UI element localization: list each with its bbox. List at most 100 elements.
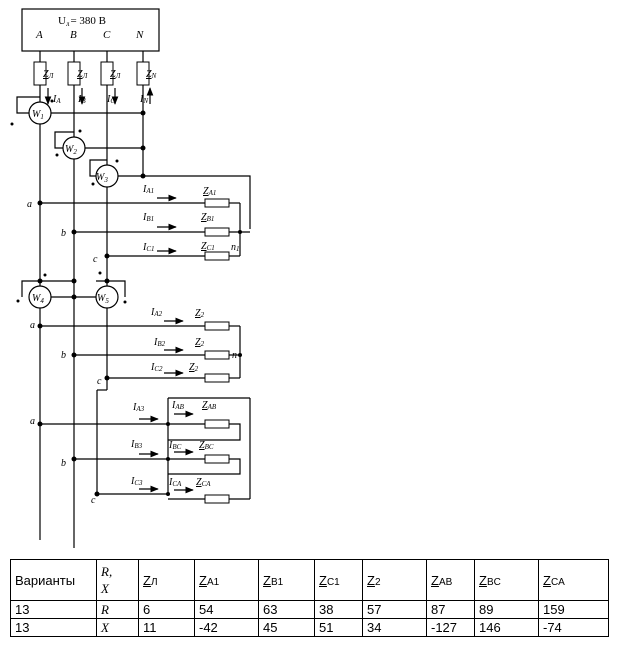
header-z-bc: ZBC bbox=[474, 559, 539, 601]
table-cell: 6 bbox=[138, 600, 195, 619]
node-a1: a bbox=[27, 199, 32, 210]
line-current-label-a: IA bbox=[52, 94, 61, 105]
phase-label-a: A bbox=[35, 29, 43, 41]
load2-impedance-a bbox=[204, 321, 230, 331]
node-b3: b bbox=[61, 458, 66, 469]
header-z-2: Z2 bbox=[362, 559, 427, 601]
load3-impedance-ca bbox=[204, 494, 230, 504]
load1-impedance-label-c: ZC1 bbox=[201, 241, 215, 252]
table-cell: 11 bbox=[138, 618, 195, 637]
load3-phase-current-bc: IBC bbox=[168, 440, 182, 451]
table-cell: 87 bbox=[426, 600, 475, 619]
node-a3: a bbox=[30, 416, 35, 427]
variants-table: Варианты R,X ZЛ ZA1 ZB1 ZC1 Z2 ZAB ZBC Z… bbox=[10, 559, 609, 637]
load2-current-b: IB2 bbox=[153, 337, 166, 348]
line-impedance-label-b: ZЛ bbox=[77, 69, 89, 80]
phase-label-n: N bbox=[135, 29, 144, 41]
table-cell: R bbox=[96, 600, 139, 619]
wattmeter-w4 bbox=[28, 285, 52, 309]
phase-label-b: B bbox=[70, 29, 77, 41]
header-z-ab: ZAB bbox=[426, 559, 475, 601]
load2-current-c: IC2 bbox=[150, 362, 163, 373]
table-cell: 34 bbox=[362, 618, 427, 637]
header-variants: Варианты bbox=[10, 559, 97, 601]
load1-current-a: IA1 bbox=[142, 184, 154, 195]
line-impedance-n bbox=[136, 61, 150, 86]
wattmeter-w4-label: W4 bbox=[32, 293, 44, 305]
wattmeter-w5-label: W5 bbox=[97, 293, 109, 305]
table-cell: -74 bbox=[538, 618, 609, 637]
load3-impedance-bc bbox=[204, 454, 230, 464]
load2-impedance-label-c: Z2 bbox=[189, 362, 199, 373]
load3-line-current-c: IC3 bbox=[130, 476, 143, 487]
header-z-c1: ZC1 bbox=[314, 559, 363, 601]
table-cell: 13 bbox=[10, 618, 97, 637]
load1-impedance-label-b: ZB1 bbox=[201, 212, 214, 223]
node-b2: b bbox=[61, 350, 66, 361]
table-cell: X bbox=[96, 618, 139, 637]
header-rx: R,X bbox=[96, 559, 139, 601]
table-cell: 45 bbox=[258, 618, 315, 637]
line-impedance-label-n: ZN bbox=[146, 69, 157, 80]
table-cell: 63 bbox=[258, 600, 315, 619]
load1-current-b: IB1 bbox=[142, 212, 154, 223]
node-c1: c bbox=[93, 254, 98, 265]
wattmeter-w3-label: W3 bbox=[96, 172, 108, 184]
header-z-line: ZЛ bbox=[138, 559, 195, 601]
table-cell: 57 bbox=[362, 600, 427, 619]
table-cell: -42 bbox=[194, 618, 259, 637]
node-c3: c bbox=[91, 495, 96, 506]
table-cell: 13 bbox=[10, 600, 97, 619]
load2-impedance-b bbox=[204, 350, 230, 360]
table-cell: 38 bbox=[314, 600, 363, 619]
load3-phase-current-ab: IAB bbox=[171, 400, 185, 411]
source-voltage-label: Uл= 380 В bbox=[58, 15, 106, 28]
line-current-label-n: IN bbox=[139, 94, 148, 105]
node-b1: b bbox=[61, 228, 66, 239]
load1-impedance-b bbox=[204, 227, 230, 237]
line-impedance-label-c: ZЛ bbox=[110, 69, 122, 80]
load1-current-c: IC1 bbox=[142, 242, 155, 253]
load3-impedance-ab bbox=[204, 419, 230, 429]
line-current-label-b: IB bbox=[77, 94, 86, 105]
wattmeter-w1-label: W1 bbox=[32, 109, 44, 121]
line-impedance-label-a: ZЛ bbox=[43, 69, 55, 80]
table-cell: 51 bbox=[314, 618, 363, 637]
node-a2: a bbox=[30, 320, 35, 331]
load1-impedance-c bbox=[204, 251, 230, 261]
load2-current-a: IA2 bbox=[150, 307, 163, 318]
line-impedance-a bbox=[33, 61, 47, 86]
header-z-b1: ZB1 bbox=[258, 559, 315, 601]
node-n1: n1 bbox=[231, 242, 240, 253]
variants-table-wrapper: Варианты R,X ZЛ ZA1 ZB1 ZC1 Z2 ZAB ZBC Z… bbox=[10, 559, 609, 637]
line-impedance-b bbox=[67, 61, 81, 86]
table-row: 13 X 11 -42 45 51 34 -127 146 -74 bbox=[10, 618, 609, 637]
table-cell: 146 bbox=[474, 618, 539, 637]
table-cell: -127 bbox=[426, 618, 475, 637]
load2-impedance-c bbox=[204, 373, 230, 383]
load3-line-current-a: IA3 bbox=[132, 402, 145, 413]
header-z-a1: ZA1 bbox=[194, 559, 259, 601]
table-cell: 54 bbox=[194, 600, 259, 619]
load2-impedance-label-a: Z2 bbox=[195, 308, 205, 319]
load3-impedance-label-ca: ZCA bbox=[196, 477, 211, 488]
phase-label-c: C bbox=[103, 29, 111, 41]
header-z-ca: ZCA bbox=[538, 559, 609, 601]
load1-impedance-a bbox=[204, 198, 230, 208]
wattmeter-w2-label: W2 bbox=[65, 144, 77, 156]
load2-impedance-label-b: Z2 bbox=[195, 337, 205, 348]
line-impedance-c bbox=[100, 61, 114, 86]
node-c2: c bbox=[97, 376, 102, 387]
load3-phase-current-ca: ICA bbox=[168, 477, 182, 488]
table-cell: 159 bbox=[538, 600, 609, 619]
load1-impedance-label-a: ZA1 bbox=[203, 186, 216, 197]
table-cell: 89 bbox=[474, 600, 539, 619]
node-n2: n bbox=[232, 350, 237, 361]
table-row: 13 R 6 54 63 38 57 87 89 159 bbox=[10, 600, 609, 619]
three-phase-circuit-diagram: Uл= 380 В A B C N ZЛ ZЛ ZЛ ZN IA IB IC I… bbox=[10, 8, 251, 548]
load3-line-current-b: IB3 bbox=[130, 439, 143, 450]
source-box bbox=[21, 8, 160, 52]
load3-impedance-label-bc: ZBC bbox=[199, 440, 214, 451]
line-current-label-c: IC bbox=[106, 94, 115, 105]
load3-impedance-label-ab: ZAB bbox=[202, 400, 217, 411]
